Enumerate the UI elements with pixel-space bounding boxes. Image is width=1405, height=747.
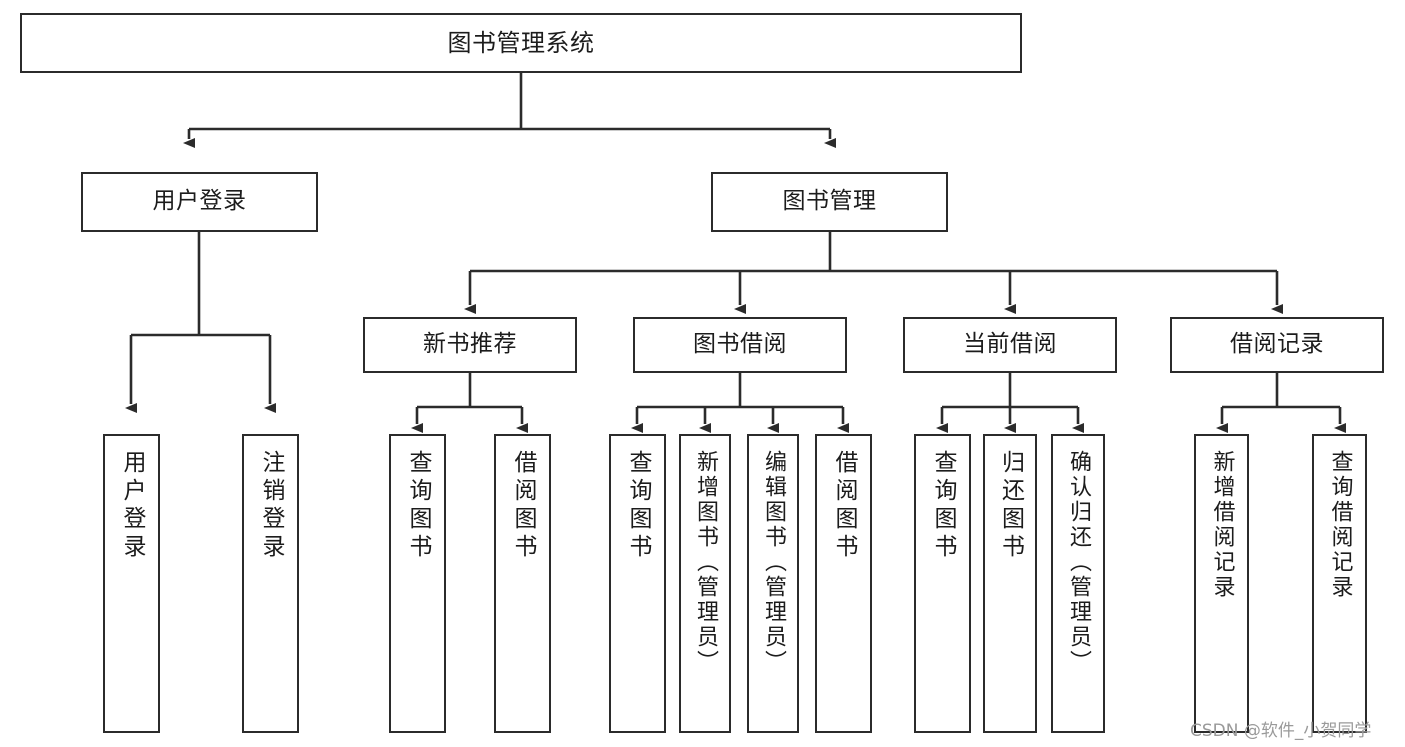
node-current-borrowing[interactable]: 当前借阅 [903, 317, 1117, 373]
node-label: 用户登录 [119, 450, 145, 562]
node-label: 图书借阅 [693, 331, 787, 358]
node-label: 查询图书 [405, 450, 431, 562]
node-leaf-query-book-current[interactable]: 查询图书 [914, 434, 971, 733]
node-label: 查询图书 [930, 450, 956, 562]
node-leaf-add-book-admin[interactable]: 新增图书（管理员） [679, 434, 731, 733]
node-book-borrowing[interactable]: 图书借阅 [633, 317, 847, 373]
node-label: 新增图书（管理员） [693, 450, 718, 675]
node-label: 确认归还（管理员） [1066, 450, 1091, 675]
node-label: 图书管理系统 [447, 28, 595, 57]
node-leaf-borrow-book[interactable]: 借阅图书 [815, 434, 872, 733]
node-borrowing-record[interactable]: 借阅记录 [1170, 317, 1384, 373]
node-label: 注销登录 [258, 450, 284, 562]
node-label: 新书推荐 [423, 331, 517, 358]
node-leaf-borrow-book-newbook[interactable]: 借阅图书 [494, 434, 551, 733]
node-leaf-query-book-newbook[interactable]: 查询图书 [389, 434, 446, 733]
node-root-book-management-system[interactable]: 图书管理系统 [20, 13, 1022, 73]
node-user-login[interactable]: 用户登录 [81, 172, 318, 232]
node-label: 查询图书 [625, 450, 651, 562]
node-label: 归还图书 [997, 450, 1024, 562]
node-leaf-edit-book-admin[interactable]: 编辑图书（管理员） [747, 434, 799, 733]
node-leaf-query-book-borrow[interactable]: 查询图书 [609, 434, 666, 733]
csdn-watermark: CSDN @软件_小贺同学 [1190, 721, 1372, 741]
node-book-management[interactable]: 图书管理 [711, 172, 948, 232]
node-label: 借阅图书 [510, 450, 536, 562]
node-leaf-user-login[interactable]: 用户登录 [103, 434, 160, 733]
node-label: 借阅记录 [1230, 331, 1324, 358]
node-label: 查询借阅记录 [1327, 450, 1353, 600]
node-leaf-add-borrow-record[interactable]: 新增借阅记录 [1194, 434, 1249, 733]
node-leaf-return-book[interactable]: 归还图书 [983, 434, 1037, 733]
node-label: 借阅图书 [831, 450, 857, 562]
node-label: 编辑图书（管理员） [761, 450, 786, 675]
node-label: 图书管理 [782, 188, 877, 215]
node-label: 用户登录 [152, 188, 247, 215]
node-label: 当前借阅 [963, 331, 1057, 358]
node-leaf-query-borrow-record[interactable]: 查询借阅记录 [1312, 434, 1367, 733]
node-leaf-logout[interactable]: 注销登录 [242, 434, 299, 733]
node-label: 新增借阅记录 [1209, 450, 1235, 600]
node-new-book-recommendation[interactable]: 新书推荐 [363, 317, 577, 373]
node-leaf-confirm-return-admin[interactable]: 确认归还（管理员） [1051, 434, 1105, 733]
